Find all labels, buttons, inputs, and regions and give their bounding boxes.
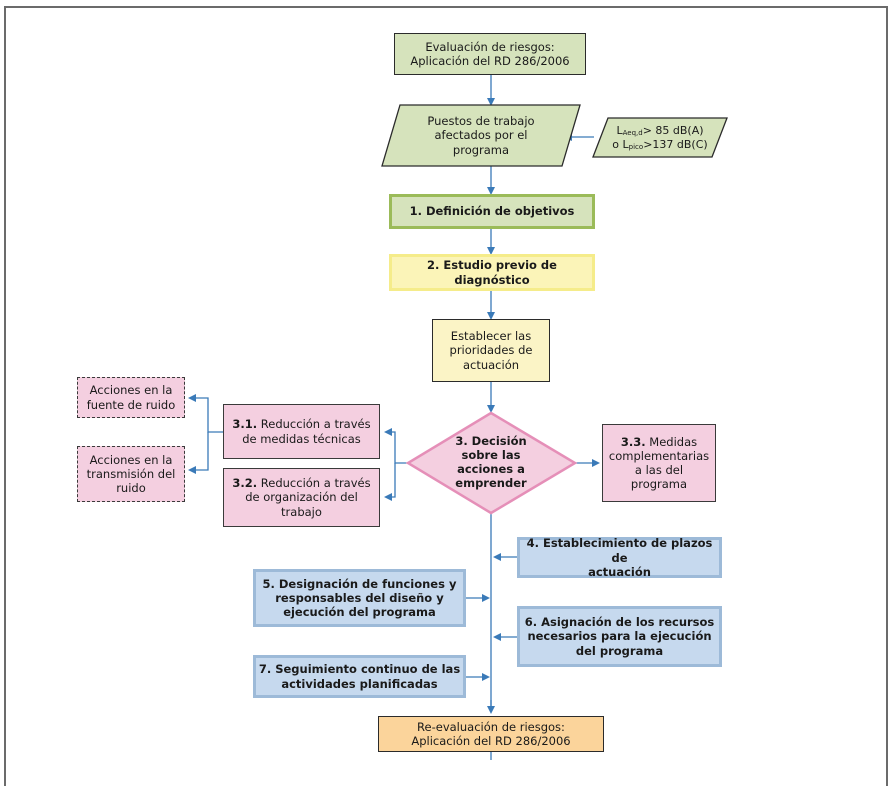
threshold-line2: o Lpico>137 dB(C): [612, 138, 707, 152]
step3-3-text1: Medidas: [645, 434, 698, 449]
step3-3-num: 3.3.: [620, 434, 646, 449]
step5-line1: 5. Designación de funciones y: [262, 576, 457, 591]
step3-1-text1: Reducción a través: [257, 417, 371, 432]
threshold-o-l: o L: [612, 137, 629, 151]
threshold-sub-aeq: Aeq,d: [622, 128, 643, 137]
step4-box: 4. Establecimiento de plazos de actuació…: [517, 536, 722, 579]
start-box: Evaluación de riesgos: Aplicación del RD…: [394, 33, 586, 75]
priorities-box: Establecer las prioridades de actuación: [432, 319, 550, 382]
decision-node: 3. Decisión sobre las acciones a emprend…: [440, 425, 542, 501]
step5-line2: responsables del diseño y: [275, 590, 444, 605]
step6-line2: necesarios para la ejecución: [527, 629, 712, 644]
transmission-actions-box: Acciones en la transmisión del ruido: [77, 446, 185, 502]
step3-2-box: 3.2. Reducción a través de organización …: [223, 468, 380, 527]
start-line2: Aplicación del RD 286/2006: [410, 54, 570, 68]
step4-line1: 4. Establecimiento de plazos de: [526, 536, 713, 565]
step6-line3: del programa: [575, 643, 664, 658]
source-actions-line2: fuente de ruido: [86, 397, 176, 412]
step4-line2: actuación: [588, 564, 651, 579]
decision-line2: sobre las: [461, 448, 521, 463]
workstations-line1: Puestos de trabajo: [427, 114, 535, 129]
step5-box: 5. Designación de funciones y responsabl…: [253, 569, 466, 627]
step3-3-box: 3.3. Medidas complementarias a las del p…: [602, 424, 716, 502]
transmission-actions-line3: ruido: [116, 481, 146, 495]
step6-line1: 6. Asignación de los recursos: [524, 615, 715, 630]
priorities-line3: actuación: [462, 357, 520, 372]
step7-line2: actividades planificadas: [281, 676, 438, 691]
step5-line3: ejecución del programa: [283, 605, 436, 619]
source-actions-box: Acciones en la fuente de ruido: [77, 377, 185, 418]
step3-2-text1: Reducción a través: [257, 476, 371, 491]
step3-3-line4: programa: [630, 477, 688, 492]
priorities-line2: prioridades de: [449, 343, 533, 358]
workstations-line2: afectados por el: [434, 128, 528, 143]
threshold-l: L: [616, 123, 623, 137]
start-line1: Evaluación de riesgos:: [425, 39, 555, 54]
decision-line1: 3. Decisión: [455, 434, 527, 449]
source-actions-line1: Acciones en la: [89, 383, 173, 398]
transmission-actions-line1: Acciones en la: [89, 452, 173, 467]
workstations-line3: programa: [452, 142, 510, 157]
threshold-node: LAeq,d> 85 dB(A) o Lpico>137 dB(C): [600, 118, 720, 157]
step3-1-line1: 3.1. Reducción a través: [232, 417, 370, 431]
threshold-value1: > 85 dB(A): [642, 123, 704, 137]
step3-3-line3: a las del: [634, 463, 684, 477]
step2-box: 2. Estudio previo de diagnóstico: [389, 254, 595, 291]
end-line1: Re-evaluación de riesgos:: [417, 719, 565, 734]
transmission-actions-line2: transmisión del: [86, 466, 176, 481]
decision-line3: acciones a: [457, 462, 525, 476]
step3-2-num: 3.2.: [232, 476, 258, 491]
step3-1-num: 3.1.: [232, 417, 258, 432]
threshold-sub-pico: pico: [628, 142, 644, 151]
step3-1-line2: de medidas técnicas: [242, 431, 361, 446]
step6-box: 6. Asignación de los recursos necesarios…: [517, 606, 722, 667]
priorities-line1: Establecer las: [450, 329, 532, 344]
end-line2: Aplicación del RD 286/2006: [411, 734, 571, 748]
end-box: Re-evaluación de riesgos: Aplicación del…: [378, 716, 604, 752]
step3-2-line3: trabajo: [281, 504, 322, 519]
step3-3-line1: 3.3. Medidas: [609, 435, 709, 449]
threshold-value2: >137 dB(C): [643, 137, 708, 151]
step1-box: 1. Definición de objetivos: [389, 194, 595, 229]
step3-1-box: 3.1. Reducción a través de medidas técni…: [223, 404, 380, 459]
step3-2-line2: de organización del: [245, 490, 358, 505]
step7-line1: 7. Seguimiento continuo de las: [258, 662, 461, 677]
step7-box: 7. Seguimiento continuo de las actividad…: [253, 655, 466, 698]
step3-2-line1: 3.2. Reducción a través: [232, 476, 370, 490]
workstations-node: Puestos de trabajo afectados por el prog…: [398, 105, 564, 166]
threshold-line1: LAeq,d> 85 dB(A): [612, 124, 707, 138]
decision-line4: emprender: [455, 475, 527, 490]
step3-3-line2: complementarias: [608, 448, 710, 463]
